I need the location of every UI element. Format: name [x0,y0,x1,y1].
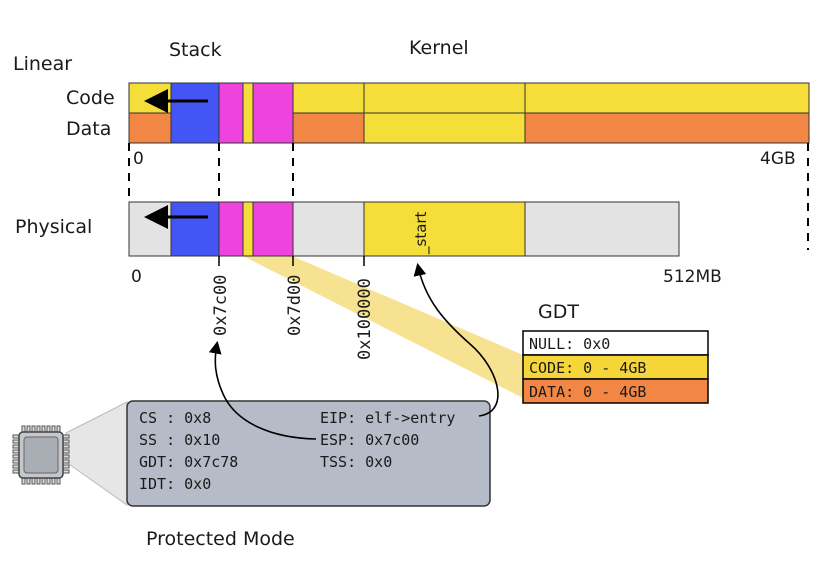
physical-label: Physical [15,216,92,238]
address-7c00-label: 0x7c00 [211,275,231,336]
linear-boot-block-2 [252,82,294,144]
gdt-table: NULL: 0x0 CODE: 0 - 4GB DATA: 0 - 4GB [522,330,709,404]
linear-boot-block-1 [218,82,244,144]
physical-end-label: 512MB [663,267,722,287]
physical-start-label: 0 [131,267,142,287]
gdt-title: GDT [538,301,579,323]
register-esp: ESP: 0x7c00 [320,431,419,449]
register-eip: EIP: elf->entry [320,409,455,427]
linear-stack-block [170,82,220,144]
gdt-entry-data [522,378,709,404]
register-values: CS : 0x8 SS : 0x10 GDT: 0x7c78 IDT: 0x0 … [139,409,455,493]
register-idt: IDT: 0x0 [139,475,211,493]
register-tss: TSS: 0x0 [320,453,392,471]
protected-mode-label: Protected Mode [146,528,295,550]
start-symbol-label: _start [412,211,431,255]
esp-to-7c00-arrow [208,340,317,440]
register-cs: CS : 0x8 [139,409,211,427]
data-label: Data [66,118,111,140]
gdt-entry-code [522,354,709,380]
dashed-connectors [128,143,809,250]
gdt-entry-null [522,330,709,356]
stack-label: Stack [169,39,222,61]
address-100000-label: 0x100000 [355,278,375,360]
linear-boot-gap [242,82,254,144]
address-7d00-label: 0x7d00 [285,275,305,336]
register-gdt: GDT: 0x7c78 [139,453,238,471]
gdt-entry-data-text: DATA: 0 - 4GB [529,383,646,401]
gdt-entry-null-text: NULL: 0x0 [529,335,610,353]
code-label: Code [66,87,115,109]
linear-label: Linear [13,53,72,75]
cpu-projection [65,401,128,506]
kernel-label: Kernel [409,37,469,59]
cpu-chip-icon [12,425,70,485]
register-ss: SS : 0x10 [139,431,220,449]
linear-end-label: 4GB [760,149,796,169]
gdt-entry-code-text: CODE: 0 - 4GB [529,359,646,377]
linear-start-label: 0 [133,149,144,169]
gdt-projection [243,256,523,398]
physical-ticks [218,256,365,266]
eip-to-start-arrow [413,262,499,417]
physical-bar [128,201,680,257]
register-state-box [126,400,491,507]
